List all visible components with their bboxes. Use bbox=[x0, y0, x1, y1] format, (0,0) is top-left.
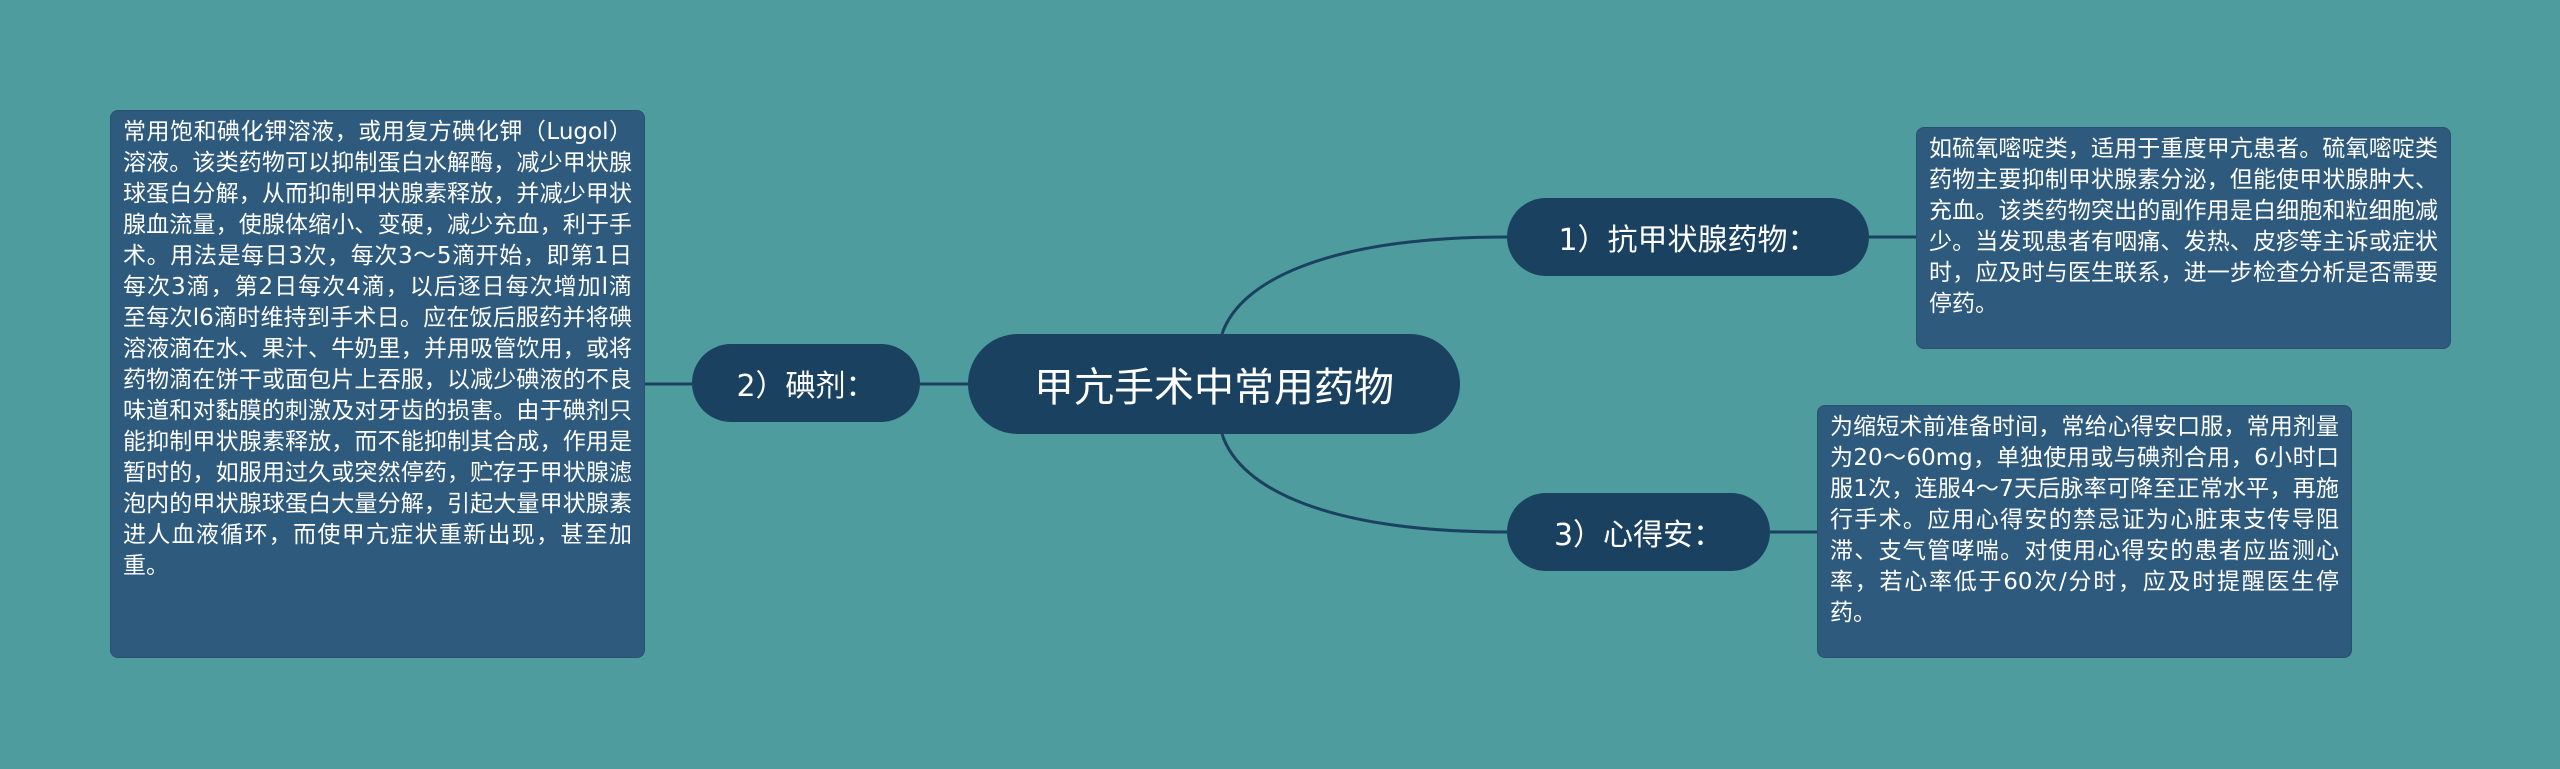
branch-iodine[interactable]: 2）碘剂： bbox=[692, 344, 920, 422]
central-topic[interactable]: 甲亢手术中常用药物 bbox=[968, 334, 1460, 434]
note-iodine[interactable]: 常用饱和碘化钾溶液，或用复方碘化钾（Lugol）溶液。该类药物可以抑制蛋白水解酶… bbox=[110, 110, 645, 658]
branch-propranolol[interactable]: 3）心得安： bbox=[1507, 493, 1770, 571]
note-propranolol[interactable]: 为缩短术前准备时间，常给心得安口服，常用剂量为20～60mg，单独使用或与碘剂合… bbox=[1817, 405, 2352, 658]
note-antithyroid-drugs[interactable]: 如硫氧嘧啶类，适用于重度甲亢患者。硫氧嘧啶类药物主要抑制甲状腺素分泌，但能使甲状… bbox=[1916, 127, 2451, 349]
connector-central-to-right-top bbox=[1220, 235, 1508, 335]
connector-central-to-right-bottom bbox=[1220, 433, 1508, 534]
branch-antithyroid-drugs[interactable]: 1）抗甲状腺药物： bbox=[1507, 198, 1869, 276]
